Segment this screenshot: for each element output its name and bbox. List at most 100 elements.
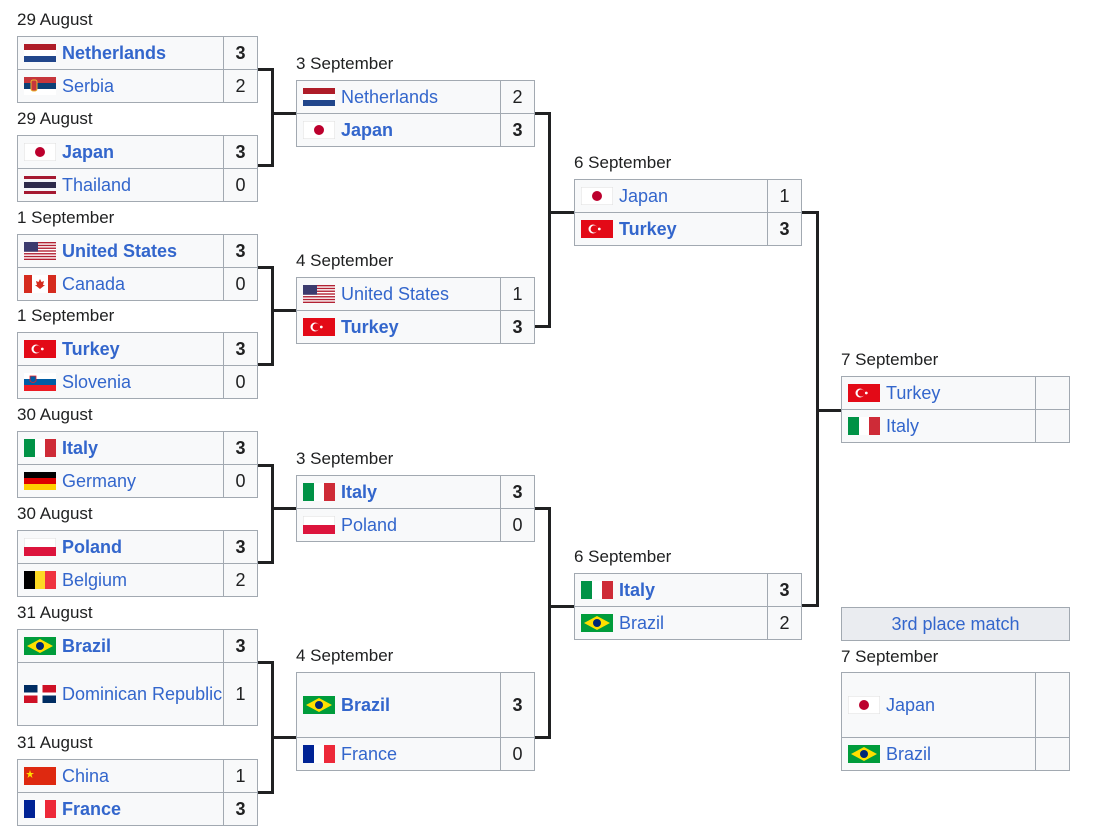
team-name-link[interactable]: Poland xyxy=(62,537,123,557)
team-name-link[interactable]: Netherlands xyxy=(62,43,167,63)
bracket-connector xyxy=(271,266,274,366)
bracket-connector xyxy=(548,112,551,328)
team-name-link[interactable]: Dominican Republic xyxy=(62,684,223,704)
team-name-link[interactable]: Belgium xyxy=(62,570,128,590)
team-cell: Japan xyxy=(575,180,767,212)
match-date: 29 August xyxy=(17,10,93,29)
team-name-link[interactable]: Poland xyxy=(341,515,398,535)
team-cell: Brazil xyxy=(842,738,1035,770)
team-score: 3 xyxy=(223,531,257,563)
bracket-connector xyxy=(258,363,272,366)
match-date: 29 August xyxy=(17,109,93,128)
team-name-link[interactable]: France xyxy=(62,799,122,819)
team-name-link[interactable]: Brazil xyxy=(619,613,665,633)
italy-flag-icon xyxy=(581,581,613,599)
bracket-connector xyxy=(271,464,274,564)
team-name-link[interactable]: United States xyxy=(341,284,450,304)
italy-flag-icon xyxy=(24,439,56,457)
match-date: 3 September xyxy=(296,449,394,468)
japan-flag-icon xyxy=(24,143,56,161)
team-cell: Japan xyxy=(297,114,500,146)
team-score: 3 xyxy=(223,432,257,464)
team-cell: Serbia xyxy=(18,70,223,102)
team-name-link[interactable]: Turkey xyxy=(341,317,399,337)
team-name-link[interactable]: Italy xyxy=(341,482,378,502)
bracket-connector xyxy=(271,309,296,312)
thailand-flag-icon xyxy=(24,176,56,194)
team-name-link[interactable]: Netherlands xyxy=(341,87,439,107)
team-name-link[interactable]: China xyxy=(62,766,110,786)
team-name-link[interactable]: Brazil xyxy=(886,744,932,764)
third-place-label: 3rd place match xyxy=(841,607,1070,641)
team-score: 2 xyxy=(767,607,801,639)
team-score: 3 xyxy=(500,311,534,343)
match-date: 4 September xyxy=(296,251,394,270)
team-cell: Japan xyxy=(18,136,223,168)
germany-flag-icon xyxy=(24,472,56,490)
team-row: Turkey 3 xyxy=(574,212,802,246)
poland-flag-icon xyxy=(303,516,335,534)
team-name-link[interactable]: Brazil xyxy=(341,695,391,715)
team-name-link[interactable]: Japan xyxy=(619,186,669,206)
match-date: 3 September xyxy=(296,54,394,73)
match-date: 31 August xyxy=(17,603,93,622)
usa-flag-icon xyxy=(24,242,56,260)
team-score: 3 xyxy=(223,333,257,365)
team-score xyxy=(1035,410,1069,442)
team-name-link[interactable]: Serbia xyxy=(62,76,115,96)
bracket-connector xyxy=(258,164,272,167)
team-score: 3 xyxy=(767,213,801,245)
team-score: 2 xyxy=(223,70,257,102)
team-score xyxy=(1035,738,1069,770)
bracket-connector xyxy=(258,791,272,794)
netherlands-flag-icon xyxy=(303,88,335,106)
team-score: 3 xyxy=(223,235,257,267)
team-name-link[interactable]: Italy xyxy=(619,580,656,600)
team-score: 3 xyxy=(500,114,534,146)
belgium-flag-icon xyxy=(24,571,56,589)
team-score: 3 xyxy=(223,37,257,69)
turkey-flag-icon xyxy=(303,318,335,336)
team-score: 1 xyxy=(767,180,801,212)
team-name-link[interactable]: Japan xyxy=(886,695,936,715)
team-name-link[interactable]: Italy xyxy=(886,416,920,436)
team-name-link[interactable]: Thailand xyxy=(62,175,132,195)
team-cell: Turkey xyxy=(842,377,1035,409)
team-name-link[interactable]: Turkey xyxy=(62,339,120,359)
team-score: 0 xyxy=(223,268,257,300)
turkey-flag-icon xyxy=(24,340,56,358)
bracket-connector xyxy=(271,507,296,510)
team-name-link[interactable]: Japan xyxy=(341,120,394,140)
japan-flag-icon xyxy=(848,696,880,714)
brazil-flag-icon xyxy=(24,637,56,655)
team-name-link[interactable]: Turkey xyxy=(886,383,941,403)
team-name-link[interactable]: United States xyxy=(62,241,178,261)
team-cell: Italy xyxy=(842,410,1035,442)
team-score: 0 xyxy=(223,465,257,497)
poland-flag-icon xyxy=(24,538,56,556)
team-name-link[interactable]: Slovenia xyxy=(62,372,132,392)
france-flag-icon xyxy=(303,745,335,763)
team-name-link[interactable]: Turkey xyxy=(619,219,677,239)
team-cell: United States xyxy=(18,235,223,267)
team-cell: Thailand xyxy=(18,169,223,201)
team-name-link[interactable]: Japan xyxy=(62,142,115,162)
team-cell: Brazil xyxy=(297,673,500,737)
match-date: 7 September xyxy=(841,647,939,666)
team-name-link[interactable]: Brazil xyxy=(62,636,112,656)
team-name-link[interactable]: France xyxy=(341,744,398,764)
italy-flag-icon xyxy=(303,483,335,501)
team-name-link[interactable]: Canada xyxy=(62,274,126,294)
match-date: 6 September xyxy=(574,547,672,566)
bracket-connector xyxy=(271,736,296,739)
team-cell: Netherlands xyxy=(297,81,500,113)
bracket-connector xyxy=(258,561,272,564)
brazil-flag-icon xyxy=(848,745,880,763)
team-name-link[interactable]: Italy xyxy=(62,438,99,458)
team-name-link[interactable]: Germany xyxy=(62,471,137,491)
